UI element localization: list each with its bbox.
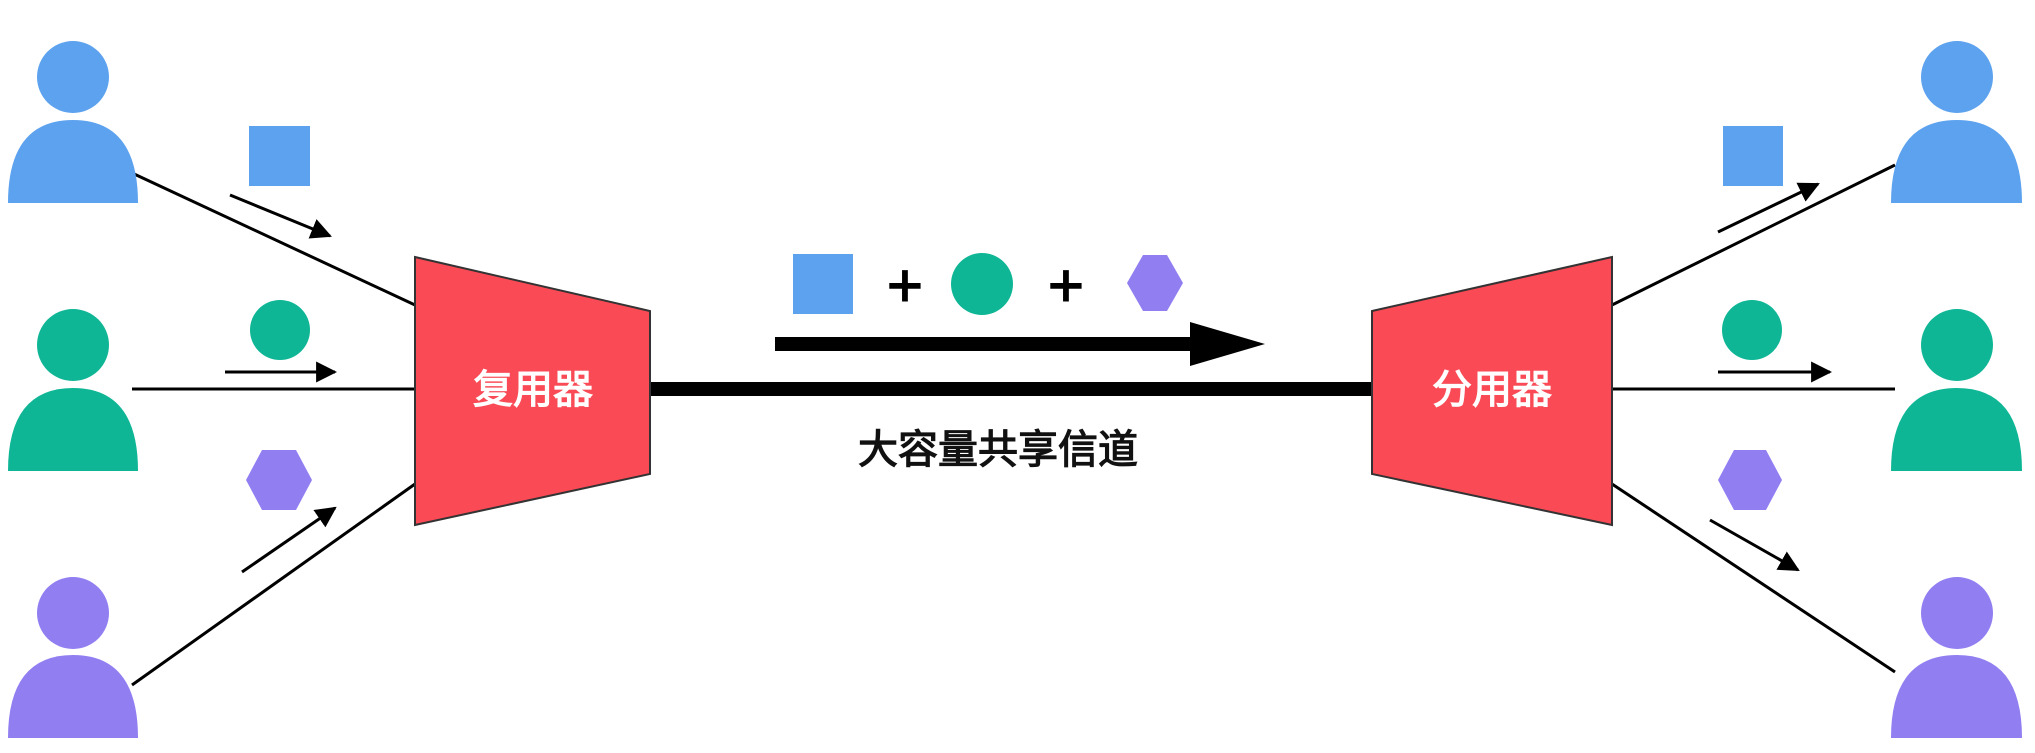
- left-hexagon-signal: [246, 450, 312, 510]
- receiver-user-purple-icon: [1891, 577, 2022, 738]
- sender-user-blue-icon: [8, 41, 138, 203]
- channel-hexagon-signal: [1127, 255, 1183, 311]
- right-bottom-arrow: [1709, 518, 1800, 572]
- left-square-signal: [249, 126, 310, 186]
- receiver-user-green-icon: [1891, 309, 2022, 471]
- multiplexer: 复用器: [414, 255, 651, 527]
- sender-user-purple-icon: [8, 577, 138, 738]
- channel-label: 大容量共享信道: [858, 427, 1138, 473]
- demultiplexer: 分用器: [1371, 255, 1613, 527]
- demultiplexer-box: [1371, 255, 1613, 527]
- demultiplexer-label: 分用器: [1432, 367, 1553, 413]
- right-square-signal: [1723, 126, 1783, 186]
- right-bottom-link: [1611, 482, 1896, 674]
- right-circle-signal: [1722, 300, 1782, 360]
- channel-direction-arrowhead: [1190, 322, 1265, 366]
- multiplexer-label: 复用器: [473, 367, 594, 413]
- sender-user-green-icon: [8, 309, 138, 471]
- multiplexer-box: [414, 255, 651, 527]
- left-top-link: [131, 171, 416, 307]
- right-top-arrow: [1717, 182, 1820, 234]
- plus-sign-2: +: [1045, 256, 1087, 314]
- plus-sign-1: +: [884, 256, 926, 314]
- channel-circle-signal: [951, 253, 1013, 315]
- left-circle-signal: [250, 300, 310, 360]
- left-bottom-arrow: [241, 506, 337, 574]
- channel-square-signal: [793, 254, 853, 314]
- receiver-user-blue-icon: [1891, 41, 2022, 203]
- right-hexagon-signal: [1718, 450, 1782, 510]
- left-bottom-link: [131, 482, 416, 687]
- right-top-link: [1611, 163, 1896, 307]
- left-top-arrow: [229, 193, 332, 239]
